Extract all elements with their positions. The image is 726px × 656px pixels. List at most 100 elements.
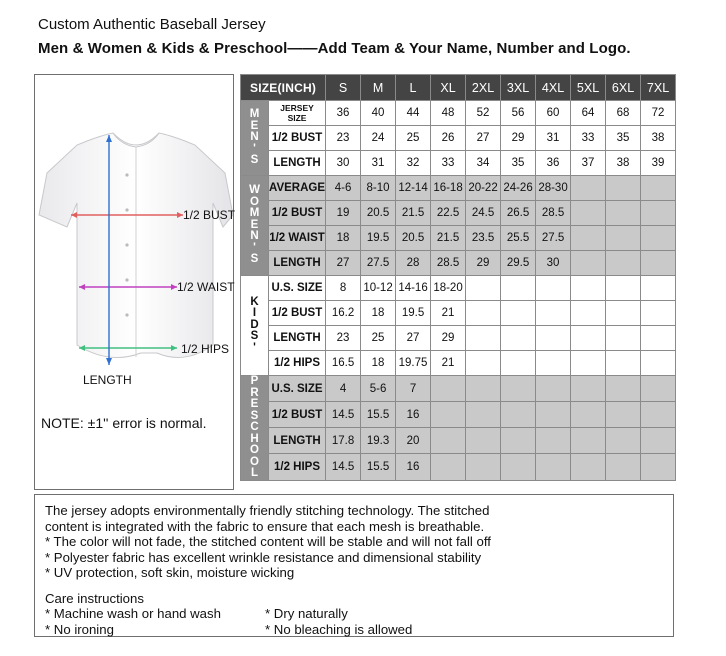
- care-item: * No ironing: [45, 621, 114, 637]
- table-cell: 38: [605, 150, 642, 176]
- table-cell: 31: [360, 150, 397, 176]
- group-label: P R E S C H O O L: [240, 375, 269, 481]
- table-cell: 68: [605, 100, 642, 126]
- table-cell: [570, 453, 607, 481]
- table-cell: 29: [500, 125, 537, 151]
- table-cell: [570, 175, 607, 201]
- size-header-xl: XL: [430, 74, 467, 101]
- table-cell: 30: [535, 250, 572, 276]
- table-cell: [605, 374, 642, 403]
- table-cell: 30: [325, 150, 362, 176]
- table-cell: 24.5: [465, 200, 502, 226]
- size-header-2xl: 2XL: [465, 74, 502, 101]
- table-cell: [465, 453, 502, 481]
- table-cell: [535, 401, 572, 429]
- table-cell: [535, 275, 572, 301]
- measurement-label: 1/2 HIPS: [267, 350, 327, 376]
- table-cell: 64: [570, 100, 607, 126]
- table-cell: [535, 350, 572, 376]
- table-cell: 15.5: [360, 453, 397, 481]
- table-cell: [605, 225, 642, 251]
- table-cell: 10-12: [360, 275, 397, 301]
- table-cell: [535, 300, 572, 326]
- table-cell: 44: [395, 100, 432, 126]
- table-cell: [570, 250, 607, 276]
- group-label: M E N ' S: [240, 100, 269, 176]
- table-cell: 8: [325, 275, 362, 301]
- measurement-label: 1/2 BUST: [267, 300, 327, 326]
- table-cell: [640, 225, 677, 251]
- table-cell: 21: [430, 300, 467, 326]
- size-header-7xl: 7XL: [640, 74, 677, 101]
- table-cell: 28.5: [535, 200, 572, 226]
- description-line: content is integrated with the fabric to…: [45, 518, 485, 534]
- table-cell: 28: [395, 250, 432, 276]
- table-cell: [640, 200, 677, 226]
- measurement-label: LENGTH: [267, 427, 327, 455]
- table-cell: 26.5: [500, 200, 537, 226]
- table-cell: 33: [430, 150, 467, 176]
- size-header-label: SIZE(INCH): [239, 74, 327, 101]
- measurement-label: U.S. SIZE: [267, 275, 327, 301]
- size-header-l: L: [395, 74, 432, 101]
- table-cell: [640, 300, 677, 326]
- jersey-icon: [38, 132, 233, 365]
- table-cell: [465, 401, 502, 429]
- table-cell: 36: [325, 100, 362, 126]
- description-line: * UV protection, soft skin, moisture wic…: [45, 565, 295, 580]
- page-title: Custom Authentic Baseball Jersey: [38, 16, 266, 33]
- table-cell: [605, 175, 642, 201]
- care-title: Care instructions: [45, 590, 144, 606]
- table-cell: 22.5: [430, 200, 467, 226]
- table-cell: 35: [605, 125, 642, 151]
- table-cell: [500, 401, 537, 429]
- table-cell: [605, 453, 642, 481]
- table-cell: [535, 427, 572, 455]
- table-cell: [640, 401, 677, 429]
- table-cell: [640, 325, 677, 351]
- table-cell: 18: [325, 225, 362, 251]
- table-cell: [465, 374, 502, 403]
- table-cell: 25: [360, 325, 397, 351]
- table-cell: 28-30: [535, 175, 572, 201]
- table-cell: 27: [465, 125, 502, 151]
- table-cell: [570, 427, 607, 455]
- table-cell: 27: [325, 250, 362, 276]
- table-cell: [640, 275, 677, 301]
- table-cell: 36: [535, 150, 572, 176]
- care-item: * Machine wash or hand wash: [45, 606, 221, 621]
- table-cell: 23: [325, 325, 362, 351]
- table-cell: 7: [395, 374, 432, 403]
- table-cell: 21.5: [395, 200, 432, 226]
- table-cell: 48: [430, 100, 467, 126]
- table-cell: 23: [325, 125, 362, 151]
- table-cell: 17.8: [325, 427, 362, 455]
- table-cell: 24: [360, 125, 397, 151]
- table-cell: 21: [430, 350, 467, 376]
- table-cell: 16.5: [325, 350, 362, 376]
- table-cell: [500, 275, 537, 301]
- table-cell: 20-22: [465, 175, 502, 201]
- table-cell: 33: [570, 125, 607, 151]
- table-cell: 19: [325, 200, 362, 226]
- table-cell: 37: [570, 150, 607, 176]
- table-cell: 26: [430, 125, 467, 151]
- table-cell: [465, 427, 502, 455]
- measurement-label: 1/2 BUST: [267, 125, 327, 151]
- table-cell: 4: [325, 374, 362, 403]
- table-cell: [465, 275, 502, 301]
- table-cell: 16: [395, 401, 432, 429]
- description-line: * The color will not fade, the stitched …: [45, 534, 491, 549]
- table-cell: 28.5: [430, 250, 467, 276]
